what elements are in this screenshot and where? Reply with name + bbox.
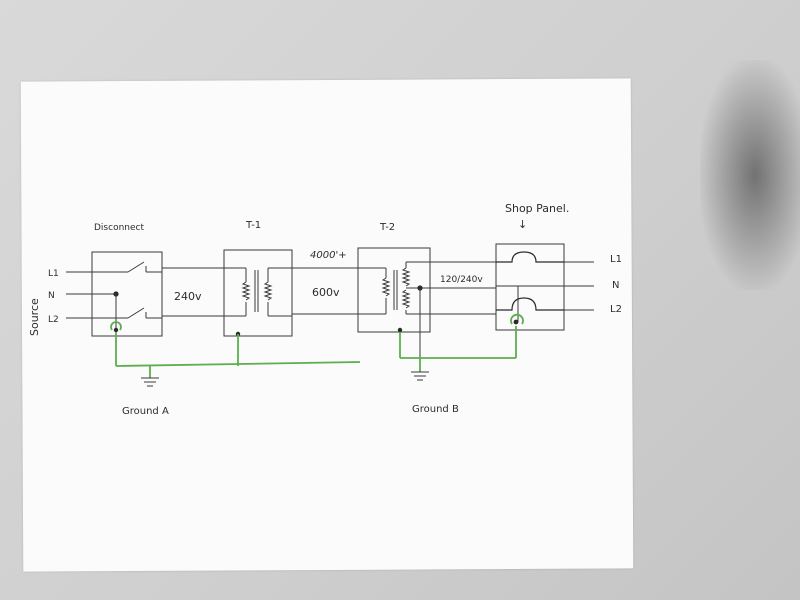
label-src-n: N (48, 291, 55, 301)
label-source: Source (28, 298, 41, 336)
label-240v: 240v (174, 290, 202, 303)
label-ground-a: Ground A (122, 406, 169, 417)
shop-panel-box (495, 243, 565, 331)
camera-shadow (700, 60, 800, 290)
label-t2: T-2 (379, 222, 395, 233)
label-out-l2: L2 (610, 304, 622, 315)
label-120-240v: 120/240v (440, 275, 483, 285)
label-distance: 4000'+ (310, 250, 347, 261)
ground-a-bond (115, 332, 361, 378)
transformer-t2 (357, 247, 431, 360)
label-src-l2: L2 (48, 315, 59, 325)
ground-b-symbol (411, 371, 429, 381)
ground-b-bond (399, 326, 517, 372)
label-ground-b: Ground B (412, 404, 459, 415)
label-src-l1: L1 (48, 269, 59, 279)
label-out-l1: L1 (610, 254, 622, 265)
label-t1: T-1 (245, 220, 261, 231)
label-disconnect: Disconnect (94, 223, 144, 233)
label-shop-panel: Shop Panel. (505, 202, 569, 215)
label-600v: 600v (312, 286, 340, 299)
disconnect-box (91, 251, 163, 337)
shop-panel-arrow-icon: ↓ (518, 218, 527, 231)
label-out-n: N (612, 280, 619, 291)
ground-a-symbol (141, 377, 159, 387)
transformer-t1 (223, 249, 293, 337)
source-conductors (66, 271, 128, 319)
